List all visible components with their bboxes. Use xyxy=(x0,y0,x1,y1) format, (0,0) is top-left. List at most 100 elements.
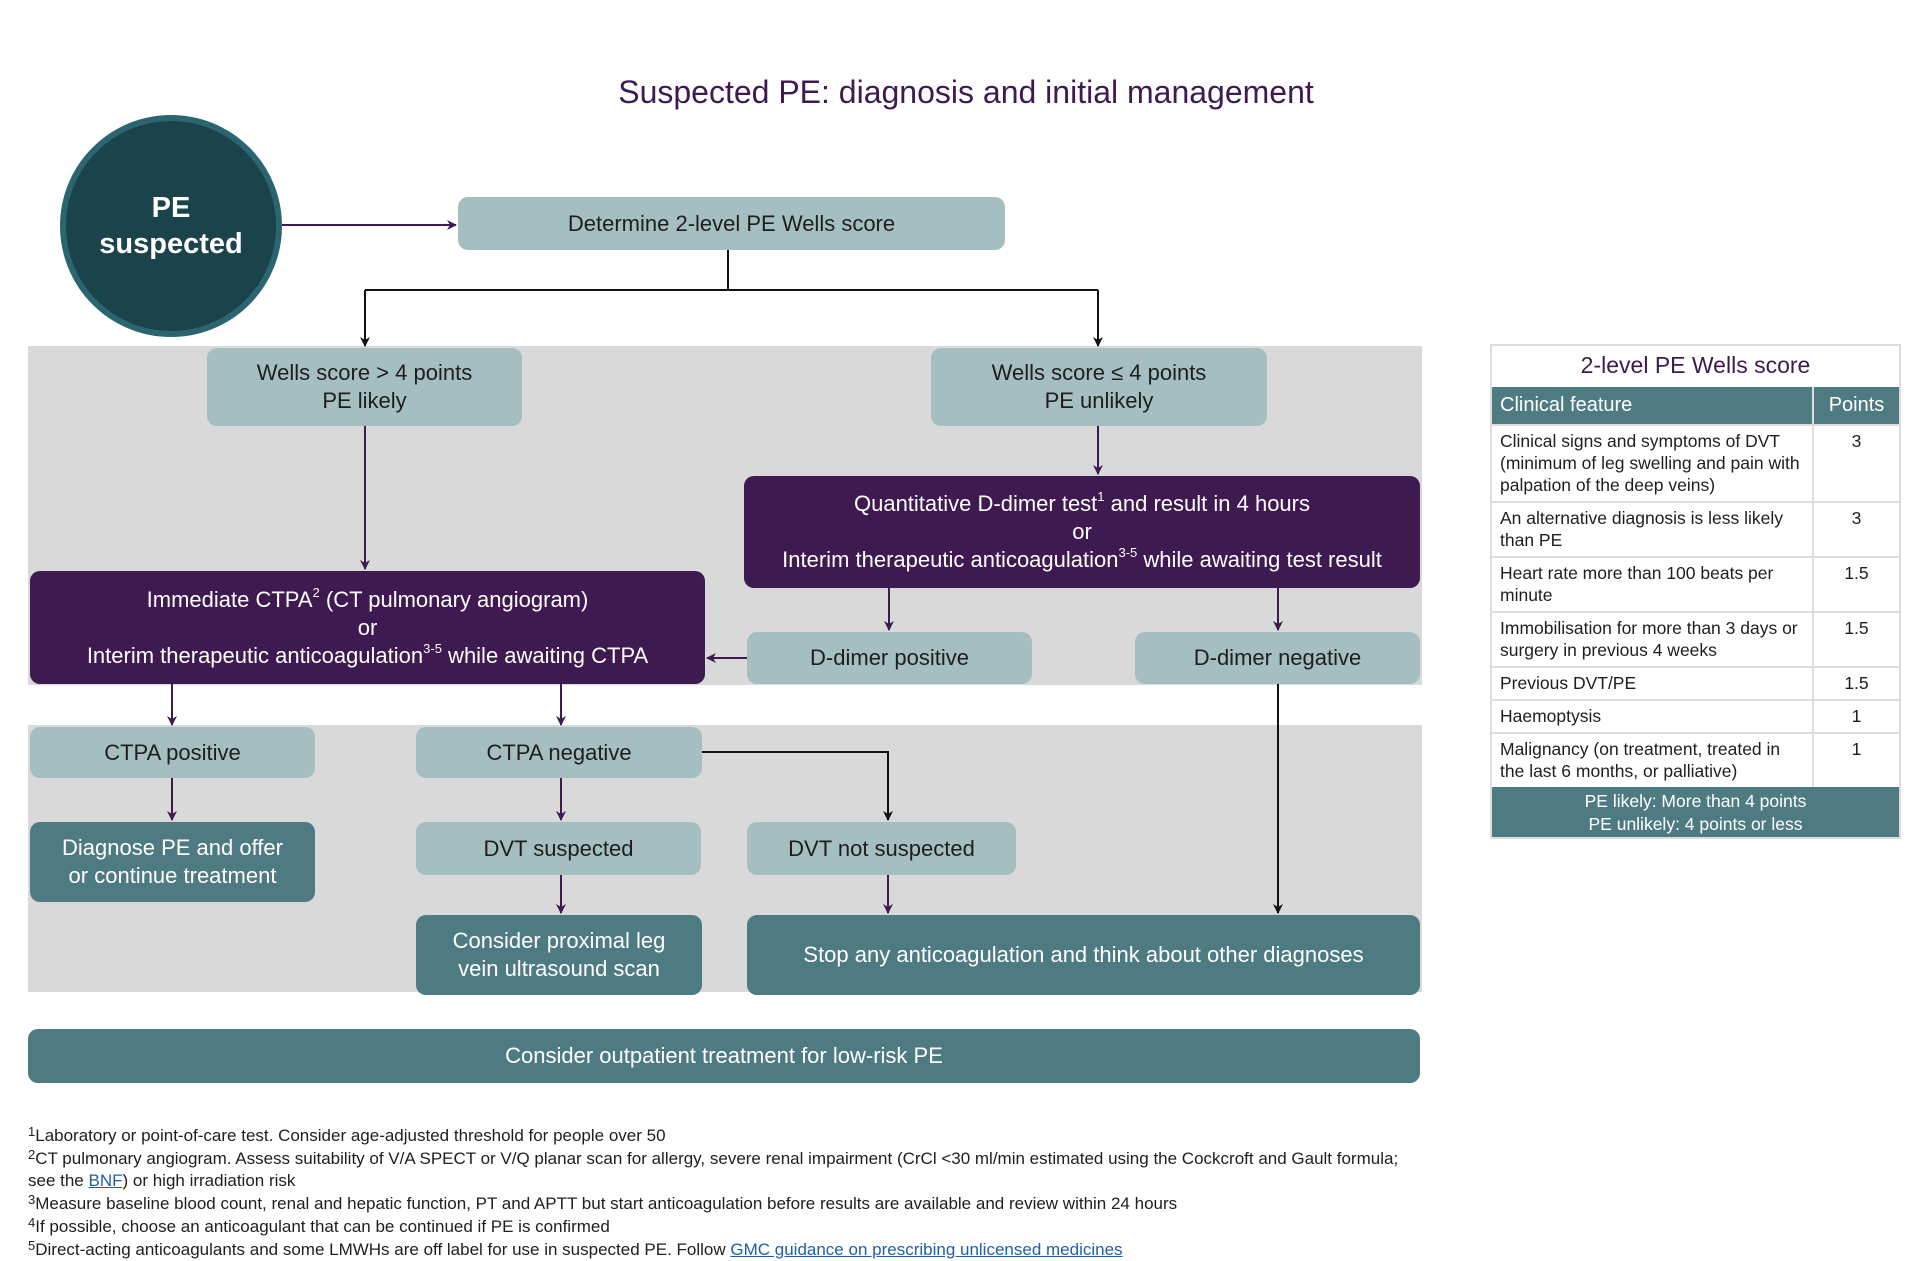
ctpa-or: or xyxy=(357,614,378,640)
footer-likely: PE likely: More than 4 points xyxy=(1584,791,1807,811)
table-row: Immobilisation for more than 3 days or s… xyxy=(1492,611,1899,667)
feature-cell: Haemoptysis xyxy=(1492,699,1813,733)
diagnose-node: Diagnose PE and offer or continue treatm… xyxy=(30,822,315,902)
start-line2: suspected xyxy=(99,228,243,260)
footnote-ref: 3-5 xyxy=(1118,545,1138,560)
points-cell: 3 xyxy=(1812,501,1899,557)
split-line xyxy=(365,250,1098,291)
pe-likely-node: Wells score > 4 points PE likely xyxy=(207,348,522,426)
footnote-1: 1Laboratory or point-of-care test. Consi… xyxy=(28,1125,1428,1148)
points-cell: 3 xyxy=(1812,424,1899,502)
points-cell: 1.5 xyxy=(1812,556,1899,612)
ultrasound-line1: Consider proximal leg xyxy=(452,928,666,953)
ctpa-negative-node: CTPA negative xyxy=(416,727,702,778)
footnote-ref: 2 xyxy=(312,584,320,600)
ddimer-text: while awaiting test result xyxy=(1137,547,1382,572)
dvt-suspected-node: DVT suspected xyxy=(416,822,701,875)
feature-cell: Clinical signs and symptoms of DVT (mini… xyxy=(1492,424,1813,502)
feature-cell: Immobilisation for more than 3 days or s… xyxy=(1492,611,1813,667)
likely-line1: Wells score > 4 points xyxy=(256,360,473,385)
unlikely-line2: PE unlikely xyxy=(1044,388,1154,413)
footnote-text: ) or high irradiation risk xyxy=(122,1171,296,1191)
ctpa-text: Immediate CTPA xyxy=(146,586,313,612)
footnote-3: 3Measure baseline blood count, renal and… xyxy=(28,1193,1428,1216)
table-row: Heart rate more than 100 beats per minut… xyxy=(1492,556,1899,612)
ctpa-line3: Interim therapeutic anticoagulation3-5 w… xyxy=(86,640,649,670)
ddimer-line1: Quantitative D-dimer test1 and result in… xyxy=(854,490,1310,518)
page-title: Suspected PE: diagnosis and initial mana… xyxy=(618,74,1314,110)
dvt-suspected-label: DVT suspected xyxy=(483,835,634,861)
ddimer-negative-label: D-dimer negative xyxy=(1193,645,1362,670)
ddimer-positive-label: D-dimer positive xyxy=(810,645,969,670)
ctpa-text: while awaiting CTPA xyxy=(441,642,649,668)
ddimer-text: Interim therapeutic anticoagulation xyxy=(782,547,1119,572)
ctpa-positive-node: CTPA positive xyxy=(30,727,315,778)
ultrasound-line2: vein ultrasound scan xyxy=(458,956,660,981)
unlikely-line1: Wells score ≤ 4 points xyxy=(991,360,1207,385)
arrow-negative-notdvt xyxy=(702,751,893,821)
footnote-number: 5 xyxy=(28,1237,36,1253)
dvt-not-suspected-node: DVT not suspected xyxy=(747,822,1016,875)
footnote-number: 4 xyxy=(28,1214,36,1230)
points-cell: 1.5 xyxy=(1812,611,1899,667)
diagnose-line2: or continue treatment xyxy=(68,863,277,888)
stop-anticoagulation-node: Stop any anticoagulation and think about… xyxy=(747,915,1420,995)
ddimer-or: or xyxy=(1072,519,1092,544)
ctpa-text: (CT pulmonary angiogram) xyxy=(319,586,589,612)
pe-suspected-node: PE suspected xyxy=(60,115,282,337)
footnote-text: If possible, choose an anticoagulant tha… xyxy=(35,1216,610,1236)
table-row: Clinical signs and symptoms of DVT (mini… xyxy=(1492,424,1899,502)
stop-label: Stop any anticoagulation and think about… xyxy=(803,942,1364,967)
diagnose-line1: Diagnose PE and offer xyxy=(62,835,283,860)
ctpa-negative-label: CTPA negative xyxy=(486,739,632,765)
feature-cell: An alternative diagnosis is less likely … xyxy=(1492,501,1813,557)
footnote-4: 4If possible, choose an anticoagulant th… xyxy=(28,1214,1428,1239)
footnote-text: Direct-acting anticoagulants and some LM… xyxy=(35,1239,731,1259)
footnote-number: 1 xyxy=(28,1124,36,1139)
footnote-5: 5Direct-acting anticoagulants and some L… xyxy=(28,1237,1428,1261)
gmc-guidance-link[interactable]: GMC guidance on prescribing unlicensed m… xyxy=(730,1239,1123,1259)
ultrasound-node: Consider proximal leg vein ultrasound sc… xyxy=(416,915,702,995)
ddimer-line3: Interim therapeutic anticoagulation3-5 w… xyxy=(782,546,1382,574)
start-line1: PE xyxy=(151,192,191,224)
points-cell: 1 xyxy=(1812,699,1899,733)
feature-cell: Malignancy (on treatment, treated in the… xyxy=(1492,732,1813,787)
outpatient-label: Consider outpatient treatment for low-ri… xyxy=(505,1043,943,1068)
outpatient-node: Consider outpatient treatment for low-ri… xyxy=(28,1029,1420,1083)
wells-table-footer: PE likely: More than 4 points PE unlikel… xyxy=(1492,787,1899,837)
dvt-not-suspected-label: DVT not suspected xyxy=(788,835,975,861)
points-cell: 1.5 xyxy=(1812,666,1899,700)
determine-label: Determine 2-level PE Wells score xyxy=(567,210,896,236)
feature-cell: Heart rate more than 100 beats per minut… xyxy=(1492,556,1813,612)
ddimer-test-node: Quantitative D-dimer test1 and result in… xyxy=(744,476,1420,588)
likely-line2: PE likely xyxy=(322,388,407,413)
footer-unlikely: PE unlikely: 4 points or less xyxy=(1588,814,1803,834)
header-clinical-feature: Clinical feature xyxy=(1492,387,1813,425)
table-row: Malignancy (on treatment, treated in the… xyxy=(1492,732,1899,787)
ddimer-negative-node: D-dimer negative xyxy=(1135,632,1420,684)
ddimer-positive-node: D-dimer positive xyxy=(747,632,1032,684)
ddimer-text: Quantitative D-dimer test xyxy=(853,491,1098,516)
footnote-number: 2 xyxy=(28,1146,36,1162)
table-row: An alternative diagnosis is less likely … xyxy=(1492,501,1899,557)
determine-wells-node: Determine 2-level PE Wells score xyxy=(458,197,1005,250)
footnote-ref: 3-5 xyxy=(423,640,442,656)
feature-cell: Previous DVT/PE xyxy=(1492,666,1813,700)
ctpa-positive-label: CTPA positive xyxy=(104,739,241,765)
ctpa-line1: Immediate CTPA2 (CT pulmonary angiogram) xyxy=(146,584,589,614)
ctpa-node: Immediate CTPA2 (CT pulmonary angiogram)… xyxy=(30,571,705,684)
footnotes: 1Laboratory or point-of-care test. Consi… xyxy=(28,1125,1428,1261)
footnote-text: Measure baseline blood count, renal and … xyxy=(35,1194,1178,1214)
footnote-text: CT pulmonary angiogram. Assess suitabili… xyxy=(28,1148,1399,1191)
footnote-number: 3 xyxy=(28,1192,36,1208)
bnf-link[interactable]: BNF xyxy=(88,1171,123,1191)
footnote-ref: 1 xyxy=(1097,489,1105,504)
header-points: Points xyxy=(1812,387,1899,425)
points-cell: 1 xyxy=(1812,732,1899,787)
footnote-2: 2CT pulmonary angiogram. Assess suitabil… xyxy=(28,1146,1428,1193)
ctpa-text: Interim therapeutic anticoagulation xyxy=(86,642,424,668)
ddimer-text: and result in 4 hours xyxy=(1104,491,1310,516)
wells-table-title: 2-level PE Wells score xyxy=(1580,352,1811,378)
footnote-text: Laboratory or point-of-care test. Consid… xyxy=(35,1126,666,1145)
